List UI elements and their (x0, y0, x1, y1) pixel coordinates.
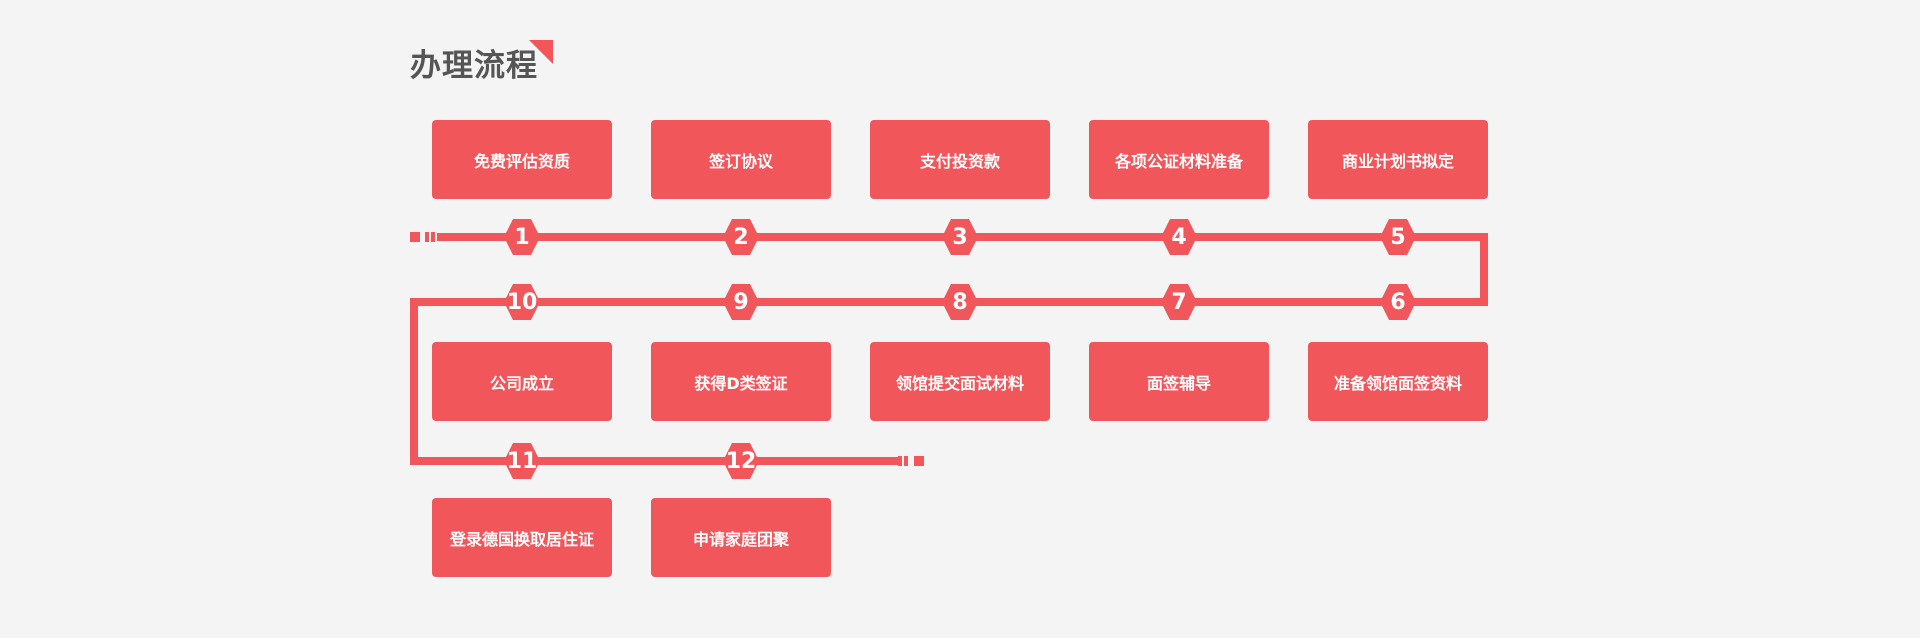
step-marker-8: 8 (941, 283, 979, 321)
step-number: 1 (514, 224, 530, 250)
step-box-6[interactable]: 准备领馆面签资料 (1308, 342, 1488, 421)
step-box-2[interactable]: 签订协议 (651, 120, 831, 199)
flow-start-tick-2 (431, 232, 435, 242)
page-title: 办理流程 (410, 48, 538, 84)
step-marker-3: 3 (941, 218, 979, 256)
step-box-11[interactable]: 登录德国换取居住证 (432, 498, 612, 577)
step-box-7[interactable]: 面签辅导 (1089, 342, 1269, 421)
step-box-10[interactable]: 公司成立 (432, 342, 612, 421)
step-number: 7 (1171, 289, 1187, 315)
step-marker-4: 4 (1160, 218, 1198, 256)
step-number: 10 (506, 289, 538, 315)
step-box-5[interactable]: 商业计划书拟定 (1308, 120, 1488, 199)
flow-start-tick-1 (425, 232, 429, 242)
title-corner-triangle (529, 40, 553, 64)
step-number: 2 (733, 224, 749, 250)
step-box-9[interactable]: 获得D类签证 (651, 342, 831, 421)
step-number: 11 (506, 448, 538, 474)
step-number: 5 (1390, 224, 1406, 250)
step-number: 6 (1390, 289, 1406, 315)
step-box-3[interactable]: 支付投资款 (870, 120, 1050, 199)
step-marker-11: 11 (503, 442, 541, 480)
step-number: 12 (725, 448, 757, 474)
step-box-8[interactable]: 领馆提交面试材料 (870, 342, 1050, 421)
step-number: 8 (952, 289, 968, 315)
flow-start-dash (410, 232, 420, 242)
step-number: 3 (952, 224, 968, 250)
step-number: 9 (733, 289, 749, 315)
flow-end-tick-2 (904, 456, 908, 466)
step-marker-7: 7 (1160, 283, 1198, 321)
step-box-1[interactable]: 免费评估资质 (432, 120, 612, 199)
flow-end-tick-1 (898, 456, 902, 466)
flow-end-dash (914, 456, 924, 466)
step-marker-6: 6 (1379, 283, 1417, 321)
step-marker-9: 9 (722, 283, 760, 321)
step-marker-10: 10 (503, 283, 541, 321)
step-marker-12: 12 (722, 442, 760, 480)
step-marker-5: 5 (1379, 218, 1417, 256)
step-number: 4 (1171, 224, 1187, 250)
step-marker-1: 1 (503, 218, 541, 256)
step-marker-2: 2 (722, 218, 760, 256)
step-box-4[interactable]: 各项公证材料准备 (1089, 120, 1269, 199)
step-box-12[interactable]: 申请家庭团聚 (651, 498, 831, 577)
